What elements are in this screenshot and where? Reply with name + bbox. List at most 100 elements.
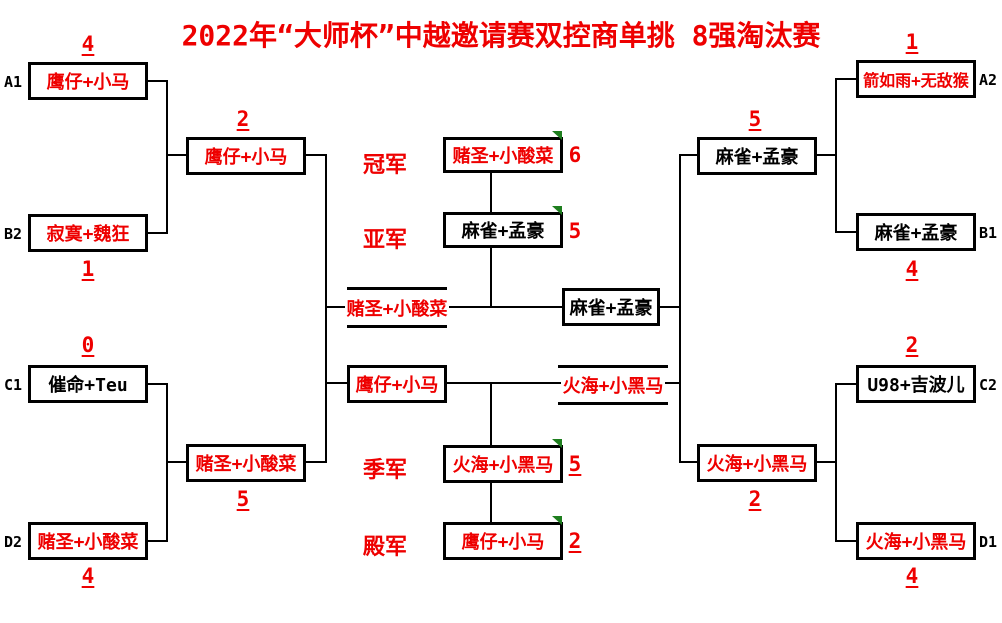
score-third: 5 — [568, 452, 582, 476]
connector-line — [817, 461, 837, 463]
score-a2: 1 — [905, 30, 919, 54]
runner-up-box: 麻雀+孟豪 — [443, 206, 563, 248]
score-winner-left-bottom: 5 — [236, 487, 250, 511]
connector-line — [490, 173, 492, 215]
connector-line — [835, 383, 856, 385]
team-name: 赌圣+小酸菜 — [37, 532, 139, 553]
connector-line — [306, 461, 327, 463]
connector-line — [835, 540, 856, 542]
team-box-a1: 鹰仔+小马 — [28, 62, 148, 100]
seed-label-c1: C1 — [4, 376, 23, 394]
score-b1: 4 — [905, 257, 919, 281]
team-name: 麻雀+孟豪 — [715, 147, 799, 168]
connector-line — [148, 232, 168, 234]
connector-line — [679, 154, 697, 156]
team-name: 赌圣+小酸菜 — [195, 454, 297, 475]
winner-box-right-bottom: 火海+小黑马 — [697, 444, 817, 482]
team-box-c1: 催命+Teu — [28, 365, 148, 403]
team-name: 赌圣+小酸菜 — [344, 294, 450, 321]
team-name: U98+吉波儿 — [867, 375, 965, 396]
connector-line — [166, 154, 188, 156]
team-name: 鹰仔+小马 — [355, 375, 439, 396]
winner-box-left-top: 鹰仔+小马 — [186, 137, 306, 175]
score-c1: 0 — [81, 333, 95, 357]
connector-line — [166, 461, 188, 463]
winner-box-right-top: 麻雀+孟豪 — [697, 137, 817, 175]
score-a1: 4 — [81, 32, 95, 56]
seed-label-b2: B2 — [4, 225, 23, 243]
seed-label-b1: B1 — [979, 224, 998, 242]
connector-line — [325, 382, 681, 384]
slot-right-semifinalist: 火海+小黑马 — [558, 365, 668, 405]
team-name: 箭如雨+无敌猴 — [863, 71, 969, 90]
box-right-semifinalist: 麻雀+孟豪 — [562, 288, 660, 326]
team-box-d1: 火海+小黑马 — [856, 522, 976, 560]
team-box-b2: 寂寞+魏狂 — [28, 214, 148, 252]
team-name: 催命+Teu — [48, 375, 128, 396]
connector-line — [835, 78, 837, 233]
placement-label-runner-up: 亚军 — [363, 228, 408, 253]
connector-line — [660, 306, 681, 308]
team-name: 寂寞+魏狂 — [46, 224, 130, 245]
score-champion: 6 — [568, 143, 582, 167]
team-name: 麻雀+孟豪 — [461, 221, 545, 242]
connector-line — [490, 483, 492, 522]
team-name: 火海+小黑马 — [560, 372, 666, 398]
seed-label-a2: A2 — [979, 71, 998, 89]
comment-marker-icon — [552, 439, 562, 448]
connector-line — [148, 80, 168, 82]
connector-line — [166, 80, 168, 234]
comment-marker-icon — [552, 206, 562, 215]
connector-line — [148, 540, 168, 542]
third-place-box: 火海+小黑马 — [443, 439, 563, 483]
team-name: 鹰仔+小马 — [204, 147, 288, 168]
team-box-b1: 麻雀+孟豪 — [856, 213, 976, 251]
fourth-place-box: 鹰仔+小马 — [443, 516, 563, 560]
connector-line — [306, 154, 327, 156]
winner-box-left-bottom: 赌圣+小酸菜 — [186, 444, 306, 482]
comment-marker-icon — [552, 131, 562, 140]
score-winner-left-top: 2 — [236, 107, 250, 131]
score-b2: 1 — [81, 257, 95, 281]
placement-label-third: 季军 — [363, 458, 408, 483]
slot-left-semifinalist: 赌圣+小酸菜 — [344, 287, 450, 328]
placement-label-champion: 冠军 — [363, 153, 408, 178]
score-winner-right-top: 5 — [748, 107, 762, 131]
team-name: 火海+小黑马 — [706, 454, 808, 475]
connector-line — [835, 231, 856, 233]
seed-label-d2: D2 — [4, 533, 23, 551]
comment-marker-icon — [552, 516, 562, 525]
seed-label-c2: C2 — [979, 376, 998, 394]
team-box-d2: 赌圣+小酸菜 — [28, 522, 148, 560]
score-runner-up: 5 — [568, 219, 582, 243]
team-name: 麻雀+孟豪 — [569, 298, 653, 319]
team-name: 火海+小黑马 — [865, 532, 967, 553]
page-title: 2022年“大师杯”中越邀请赛双控商单挑 8强淘汰赛 — [181, 19, 821, 52]
connector-line — [490, 382, 492, 445]
score-c2: 2 — [905, 333, 919, 357]
score-fourth: 2 — [568, 529, 582, 553]
score-winner-right-bottom: 2 — [748, 487, 762, 511]
team-box-c2: U98+吉波儿 — [856, 365, 976, 403]
connector-line — [835, 78, 856, 80]
score-d2: 4 — [81, 564, 95, 588]
champion-box: 赌圣+小酸菜 — [443, 131, 563, 173]
seed-label-a1: A1 — [4, 73, 23, 91]
team-name: 赌圣+小酸菜 — [452, 146, 554, 167]
seed-label-d1: D1 — [979, 533, 998, 551]
connector-line — [679, 461, 697, 463]
team-box-a2: 箭如雨+无敌猴 — [856, 60, 976, 98]
placement-label-fourth: 殿军 — [363, 535, 408, 560]
connector-line — [325, 154, 327, 463]
team-name: 鹰仔+小马 — [46, 72, 130, 93]
connector-line — [148, 383, 168, 385]
box-left-semifinalist: 鹰仔+小马 — [347, 365, 447, 403]
team-name: 麻雀+孟豪 — [874, 223, 958, 244]
connector-line — [835, 383, 837, 542]
score-d1: 4 — [905, 564, 919, 588]
team-name: 鹰仔+小马 — [461, 532, 545, 553]
connector-line — [490, 248, 492, 308]
team-name: 火海+小黑马 — [452, 455, 554, 476]
connector-line — [817, 154, 837, 156]
